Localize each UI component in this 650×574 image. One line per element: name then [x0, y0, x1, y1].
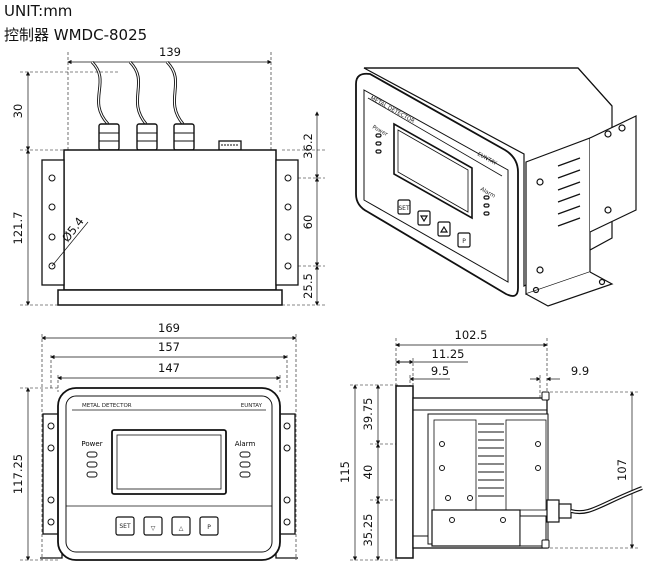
side-total-height-dim: 115 — [338, 461, 352, 483]
front-view — [20, 334, 298, 561]
up-button-icon: △ — [179, 525, 184, 532]
iso-p-button: P — [462, 238, 466, 245]
front-power-label: Power — [81, 440, 102, 448]
p-button-label: P — [207, 524, 211, 531]
set-button — [115, 516, 135, 536]
model-label: 控制器 WMDC-8025 — [4, 26, 148, 44]
up-button — [171, 516, 191, 536]
front-height-dim: 117.25 — [11, 454, 25, 494]
side-rear-offset-dim: 9.9 — [571, 364, 589, 378]
side-lower-dim: 35.25 — [361, 514, 375, 547]
side-depth-dim: 102.5 — [455, 328, 488, 342]
set-button-label: SET — [119, 523, 131, 530]
front-alarm-label: Alarm — [235, 440, 256, 448]
side-flange-offset-dim: 9.5 — [431, 364, 449, 378]
front-flange-width-dim: 157 — [158, 340, 180, 354]
top-view — [20, 52, 325, 306]
top-upper-offset-dim: 36.2 — [301, 133, 315, 159]
iso-view — [355, 67, 637, 307]
p-button — [199, 516, 219, 536]
side-view — [350, 338, 643, 561]
front-brand-label: METAL DETECTOR — [82, 403, 132, 409]
iso-set-button: SET — [398, 205, 410, 212]
top-total-height-dim: 121.7 — [11, 212, 25, 245]
unit-label: UNIT:mm — [4, 2, 73, 20]
top-hole-spacing-dim: 60 — [301, 215, 315, 230]
front-button-row — [115, 516, 219, 536]
down-button — [143, 516, 163, 536]
top-lower-offset-dim: 25.5 — [301, 273, 315, 299]
top-cable-dim: 30 — [11, 104, 25, 119]
side-front-offset-dim: 11.25 — [432, 347, 465, 361]
side-middle-dim: 40 — [361, 465, 375, 480]
side-upper-dim: 39.75 — [361, 398, 375, 431]
side-body-height-dim: 107 — [615, 459, 629, 481]
front-maker-label: EUNTAY — [241, 403, 263, 409]
front-body-width-dim: 147 — [158, 361, 180, 375]
front-overall-width-dim: 169 — [158, 321, 180, 335]
down-button-icon: ▽ — [151, 525, 156, 532]
top-width-dim: 139 — [159, 45, 181, 59]
